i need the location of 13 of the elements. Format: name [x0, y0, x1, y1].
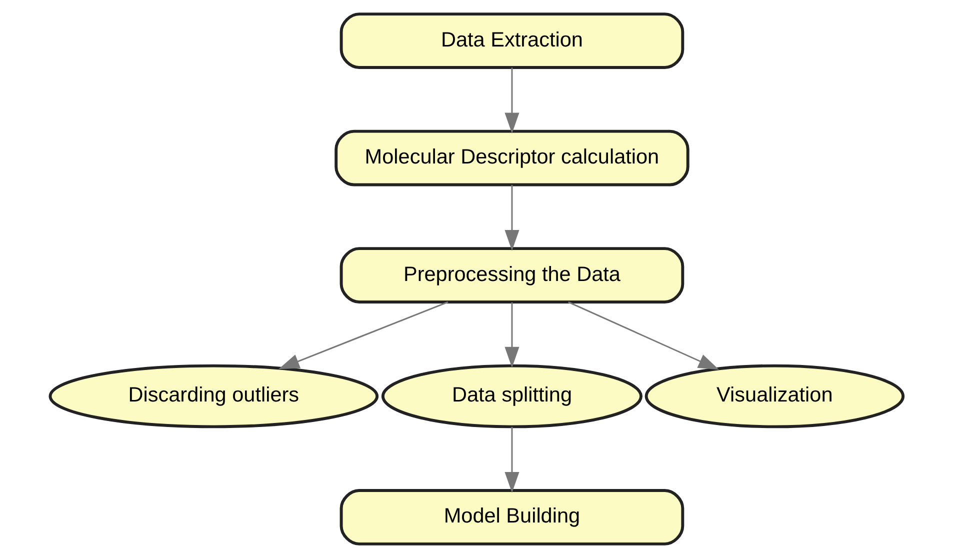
- arrow: [504, 426, 520, 493]
- node-ellipse: Visualization: [644, 364, 905, 428]
- arrow: [568, 301, 720, 370]
- arrow: [504, 184, 520, 251]
- node-ellipse: Discarding outliers: [48, 364, 379, 428]
- node-ellipse: Data splitting: [381, 364, 643, 428]
- arrow: [504, 302, 520, 368]
- node-box: Data Extraction: [340, 12, 684, 69]
- arrow: [504, 68, 520, 134]
- arrow: [278, 301, 448, 370]
- node-box: Preprocessing the Data: [340, 247, 684, 304]
- node-box: Molecular Descriptor calculation: [334, 130, 690, 186]
- node-box: Model Building: [340, 489, 684, 546]
